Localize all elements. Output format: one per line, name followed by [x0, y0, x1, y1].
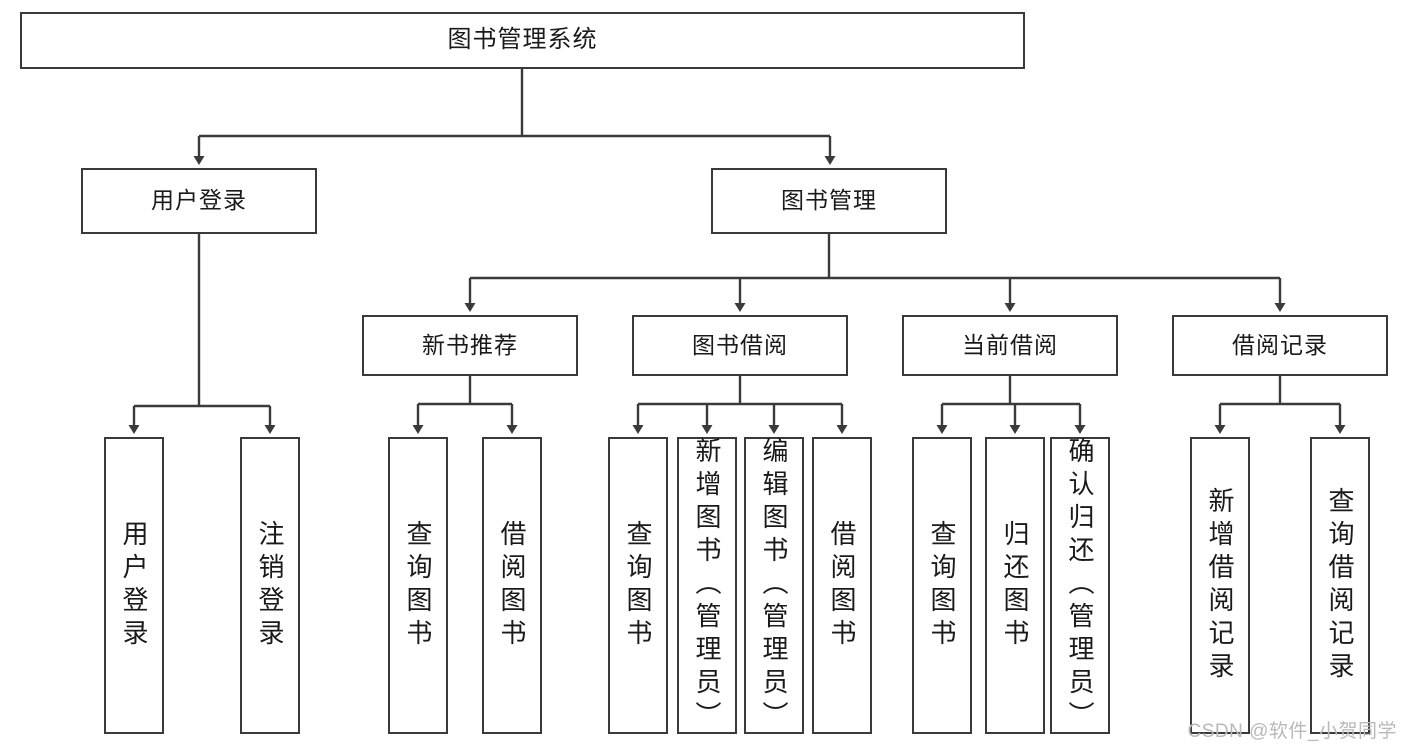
node-leaf-query-book-borrow[interactable]: 查询图书	[608, 437, 668, 734]
node-leaf-return-book-label: 归还图书	[1000, 519, 1030, 652]
node-borrow-record[interactable]: 借阅记录	[1172, 315, 1388, 376]
node-leaf-query-book-borrow-label: 查询图书	[623, 519, 653, 652]
watermark-label: CSDN @软件_小贺同学	[1187, 721, 1397, 742]
node-leaf-confirm-return-admin-label: 确认归还（管理员）	[1065, 437, 1095, 734]
node-leaf-query-book-recommend[interactable]: 查询图书	[388, 437, 448, 734]
node-leaf-user-logout[interactable]: 注销登录	[240, 437, 300, 734]
node-leaf-add-borrow-record[interactable]: 新增借阅记录	[1190, 437, 1250, 734]
node-book-manage-label: 图书管理	[781, 187, 877, 214]
node-leaf-query-book-current-label: 查询图书	[927, 519, 957, 652]
node-leaf-add-borrow-record-label: 新增借阅记录	[1205, 486, 1235, 685]
node-leaf-user-login-label: 用户登录	[119, 519, 149, 652]
node-book-borrow[interactable]: 图书借阅	[632, 315, 848, 376]
node-leaf-edit-book-admin-label: 编辑图书（管理员）	[759, 437, 789, 734]
node-root-system[interactable]: 图书管理系统	[20, 12, 1025, 69]
node-leaf-borrow-book-recommend-label: 借阅图书	[497, 519, 527, 652]
node-leaf-query-book-recommend-label: 查询图书	[403, 519, 433, 652]
node-leaf-user-login[interactable]: 用户登录	[104, 437, 164, 734]
node-root-label: 图书管理系统	[447, 26, 598, 54]
node-leaf-add-book-admin[interactable]: 新增图书（管理员）	[677, 437, 737, 734]
node-borrow-record-label: 借阅记录	[1232, 331, 1328, 358]
node-leaf-borrow-book-recommend[interactable]: 借阅图书	[482, 437, 542, 734]
node-leaf-return-book[interactable]: 归还图书	[985, 437, 1045, 734]
node-leaf-edit-book-admin[interactable]: 编辑图书（管理员）	[744, 437, 804, 734]
node-leaf-query-borrow-record[interactable]: 查询借阅记录	[1310, 437, 1370, 734]
node-new-book-recommend-label: 新书推荐	[422, 331, 518, 358]
node-leaf-user-logout-label: 注销登录	[255, 519, 285, 652]
node-user-login[interactable]: 用户登录	[81, 168, 317, 234]
node-leaf-add-book-admin-label: 新增图书（管理员）	[692, 437, 722, 734]
node-leaf-confirm-return-admin[interactable]: 确认归还（管理员）	[1050, 437, 1110, 734]
node-current-borrow[interactable]: 当前借阅	[902, 315, 1118, 376]
node-leaf-borrow-book[interactable]: 借阅图书	[812, 437, 872, 734]
node-user-login-label: 用户登录	[151, 187, 247, 214]
node-leaf-borrow-book-label: 借阅图书	[827, 519, 857, 652]
node-book-manage[interactable]: 图书管理	[711, 168, 947, 234]
node-book-borrow-label: 图书借阅	[692, 331, 788, 358]
node-new-book-recommend[interactable]: 新书推荐	[362, 315, 578, 376]
node-leaf-query-borrow-record-label: 查询借阅记录	[1325, 486, 1355, 685]
node-current-borrow-label: 当前借阅	[962, 331, 1058, 358]
node-leaf-query-book-current[interactable]: 查询图书	[912, 437, 972, 734]
